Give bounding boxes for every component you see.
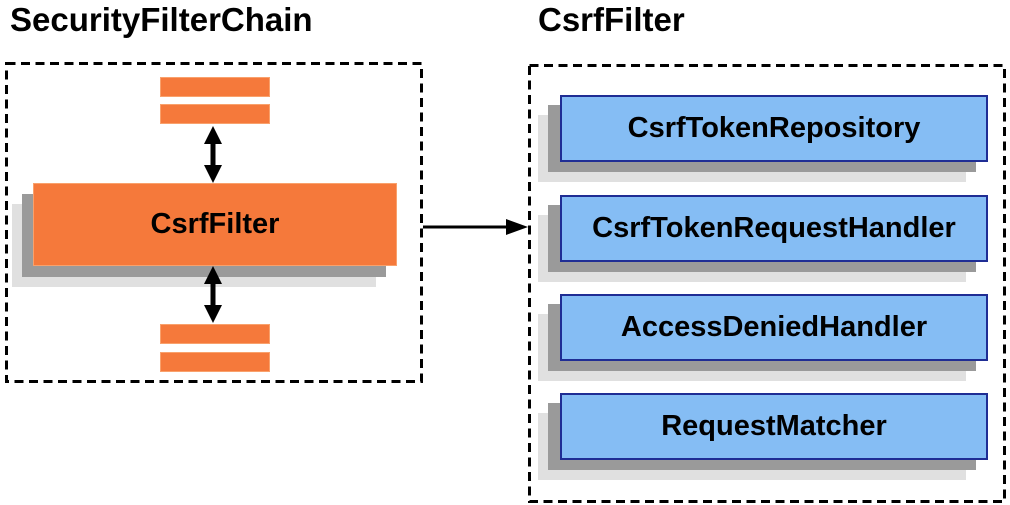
filter-placeholder-bar bbox=[160, 324, 270, 344]
csrf-filter-box: CsrfFilter bbox=[33, 183, 397, 266]
component-label: CsrfTokenRequestHandler bbox=[592, 212, 956, 244]
left-panel-title: SecurityFilterChain bbox=[10, 1, 313, 38]
component-box-requestmatcher: RequestMatcher bbox=[560, 393, 988, 460]
component-label: AccessDeniedHandler bbox=[620, 311, 928, 343]
component-label: CsrfTokenRepository bbox=[627, 112, 921, 144]
right-arrow-icon bbox=[423, 219, 528, 235]
csrf-filter-box-label: CsrfFilter bbox=[150, 208, 280, 240]
component-box-csrftokenrequesthandler: CsrfTokenRequestHandler bbox=[560, 195, 988, 262]
right-panel-title: CsrfFilter bbox=[538, 1, 685, 38]
filter-placeholder-bar bbox=[160, 352, 270, 372]
component-label: RequestMatcher bbox=[661, 410, 887, 442]
component-box-csrftokenrepository: CsrfTokenRepository bbox=[560, 95, 988, 162]
component-box-accessdeniedhandler: AccessDeniedHandler bbox=[560, 294, 988, 361]
filter-placeholder-bar bbox=[160, 77, 270, 97]
double-arrow-top-icon bbox=[204, 126, 222, 183]
double-arrow-bottom-icon bbox=[204, 266, 222, 323]
filter-placeholder-bar bbox=[160, 104, 270, 124]
